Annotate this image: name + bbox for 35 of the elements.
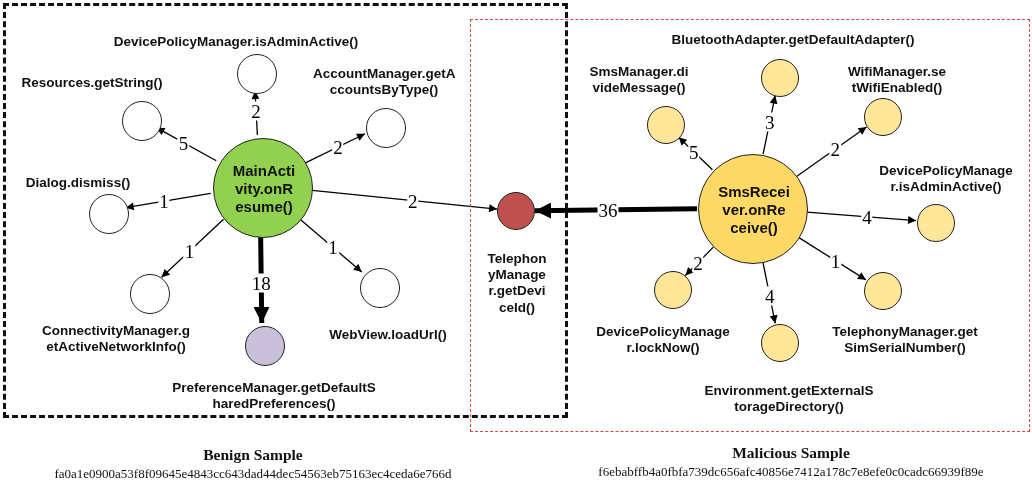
arrow	[806, 211, 917, 224]
sample-hash: f6ebabffb4a0fbfa739dc656afc40856e7412a178c7e8efe0c0cadc66939f89e	[598, 464, 984, 480]
edge-weight-label: 2	[250, 101, 262, 121]
api-method-label: Environment.getExternalS torageDirectory()	[704, 382, 874, 416]
arrow	[762, 94, 778, 155]
api-method-label: DevicePolicyManager.isAdminActive()	[113, 33, 359, 51]
arrow	[125, 192, 212, 211]
arrow	[797, 236, 867, 281]
arrow	[304, 133, 366, 164]
arrow	[534, 202, 698, 219]
group-title: Malicious Sample	[732, 444, 850, 462]
api-method-label: TelephonyManager.get SimSerialNumber()	[832, 323, 978, 357]
edge-weight-label: 3	[764, 112, 776, 132]
api-method-label: SmsManager.di videMessage()	[589, 63, 689, 97]
api-method-label: BluetoothAdapter.getDefaultAdapter()	[671, 31, 915, 49]
api-method-label: Dialog.dismiss()	[25, 174, 131, 192]
api-method-label: WebView.loadUrl()	[329, 326, 447, 344]
api-method-label: Resources.getString()	[21, 74, 163, 92]
entry-method-label: MainActi vity.onR esume()	[232, 162, 296, 216]
arrow	[160, 218, 225, 278]
edge-weight-label: 5	[688, 142, 700, 162]
edge-weight-label: 2	[692, 253, 704, 273]
group-title: Benign Sample	[203, 446, 303, 464]
arrow	[796, 126, 868, 177]
entry-method-label: SmsRecei ver.onRe ceive()	[718, 183, 790, 237]
api-method-label: Telephon yManage r.getDevi ceId()	[487, 250, 547, 316]
api-method-label: DevicePolicyManage r.isAdminActive()	[879, 162, 1013, 196]
api-method-label: WifiManager.se tWifiEnabled()	[847, 63, 947, 97]
api-method-label: DevicePolicyManage r.lockNow()	[596, 323, 730, 357]
api-method-label: PreferenceManager.getDefaultS haredPreferences()	[172, 379, 376, 413]
edge-weight-label: 18	[250, 273, 272, 293]
api-method-label: AccountManager.getA ccountsByType()	[313, 65, 455, 99]
api-method-label: ConnectivityManager.g etActiveNetworkInfo()	[42, 322, 190, 356]
edge-weight-label: 4	[763, 286, 776, 306]
sample-hash: fa0a1e0900a53f8f09645e4843cc643dad44dec54563eb75163ec4ceda6e766d	[54, 466, 452, 482]
